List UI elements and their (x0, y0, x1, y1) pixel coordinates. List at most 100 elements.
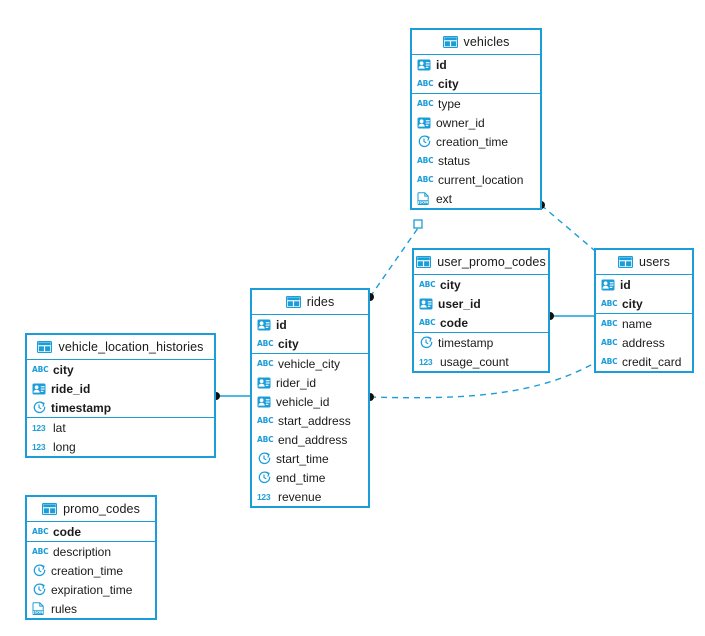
clock-timestamp-icon (32, 401, 46, 414)
column-name: end_address (278, 432, 348, 447)
column-row[interactable]: expiration_time (27, 580, 155, 599)
column-name: timestamp (438, 335, 494, 350)
abc-string-icon: ABC (419, 317, 436, 327)
table-grid-icon (617, 256, 633, 268)
123-number-icon: 123 (419, 356, 433, 367)
abc-string-icon: ABC (257, 338, 274, 348)
column-row[interactable]: user_id (414, 294, 548, 313)
column-row[interactable]: start_time (252, 449, 368, 468)
column-row[interactable]: rider_id (252, 373, 368, 392)
table-header-promo_codes[interactable]: promo_codes (27, 497, 155, 522)
column-row[interactable]: id (596, 275, 692, 294)
column-name: id (276, 317, 287, 332)
table-title: rides (306, 295, 335, 309)
column-name: description (53, 544, 112, 559)
table-grid-icon (37, 341, 53, 353)
column-name: creation_time (51, 563, 124, 578)
column-name: status (438, 153, 471, 168)
relationship-vlh-rides[interactable] (212, 392, 250, 400)
table-header-users[interactable]: users (596, 250, 692, 275)
column-row[interactable]: end_time (252, 468, 368, 487)
table-header-vehicles[interactable]: vehicles (412, 30, 540, 55)
column-row[interactable]: ABC status (412, 151, 540, 170)
column-name: ride_id (51, 381, 91, 396)
column-name: usage_count (440, 354, 509, 369)
column-row[interactable]: ride_id (27, 379, 214, 398)
column-row[interactable]: creation_time (27, 561, 155, 580)
column-row[interactable]: creation_time (412, 132, 540, 151)
column-row[interactable]: id (412, 55, 540, 74)
column-name: end_time (276, 470, 326, 485)
abc-string-icon: ABC (257, 415, 274, 425)
column-row[interactable]: 123 usage_count (414, 352, 548, 371)
key-id-icon (257, 396, 271, 408)
key-id-icon (417, 59, 431, 71)
column-name: current_location (438, 172, 524, 187)
json-document-icon: JSON (32, 602, 46, 615)
column-name: user_id (438, 296, 481, 311)
column-row[interactable]: vehicle_id (252, 392, 368, 411)
key-id-icon (417, 117, 431, 129)
123-number-icon: 123 (32, 422, 46, 433)
column-row[interactable]: id (252, 315, 368, 334)
column-group-user_promo_codes: timestamp 123 usage_count (414, 333, 548, 371)
table-title: vehicles (463, 35, 510, 49)
svg-text:JSON: JSON (417, 201, 428, 205)
column-name: id (436, 57, 447, 72)
table-header-rides[interactable]: rides (252, 290, 368, 315)
column-row[interactable]: timestamp (414, 333, 548, 352)
relationship-upc-users[interactable] (546, 312, 594, 320)
table-grid-icon (416, 256, 432, 268)
column-row[interactable]: owner_id (412, 113, 540, 132)
clock-timestamp-icon (32, 564, 46, 577)
clock-timestamp-icon (257, 471, 271, 484)
abc-string-icon: ABC (601, 337, 618, 347)
123-number-icon: 123 (257, 491, 271, 502)
column-name: timestamp (51, 400, 112, 415)
column-name: credit_card (622, 354, 682, 369)
clock-timestamp-icon (419, 336, 433, 349)
table-header-vehicle_location_histories[interactable]: vehicle_location_histories (27, 335, 214, 360)
clock-timestamp-icon (257, 452, 271, 465)
table-header-user_promo_codes[interactable]: user_promo_codes (414, 250, 548, 275)
relationship-line (369, 227, 419, 298)
column-row[interactable]: timestamp (27, 398, 214, 417)
table-title: users (638, 255, 671, 269)
column-name: city (622, 296, 643, 311)
123-number-icon: 123 (32, 441, 46, 452)
abc-string-icon: ABC (417, 155, 434, 165)
svg-text:JSON: JSON (32, 611, 43, 615)
key-id-icon (257, 319, 271, 331)
